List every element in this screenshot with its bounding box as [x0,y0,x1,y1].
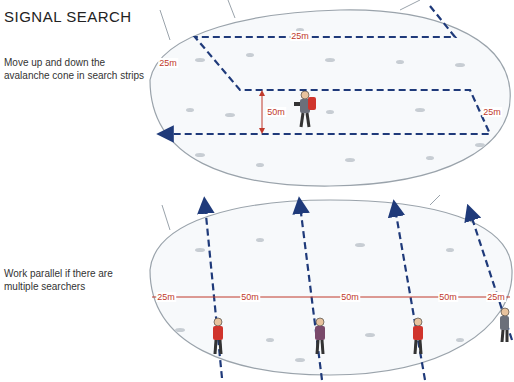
avalanche-cone [150,0,510,186]
dimension-label: 25m [158,58,178,68]
search-path [205,205,512,380]
dimension-label: 25m [486,292,506,302]
dimension-label: 25m [290,31,310,41]
dimension-label: 50m [340,292,360,302]
instruction-note: Work parallel if there are multiple sear… [4,267,146,293]
searcher-figure [315,318,325,354]
searcher-figure [294,91,316,127]
dimension-label: 50m [438,292,458,302]
dimension-label: 25m [482,107,502,117]
dimension-label: 50m [240,292,260,302]
instruction-note: Move up and down the avalanche cone in s… [4,56,146,82]
dimension-label: 25m [156,292,176,302]
searcher-figure [213,318,223,354]
search-path [165,6,490,134]
avalanche-cone [150,195,512,375]
searcher-figure [413,318,423,354]
dimension-lines [262,93,263,131]
dimension-label: 50m [266,107,286,117]
diagram-title: SIGNAL SEARCH [4,8,132,25]
searcher-figure [500,308,509,342]
